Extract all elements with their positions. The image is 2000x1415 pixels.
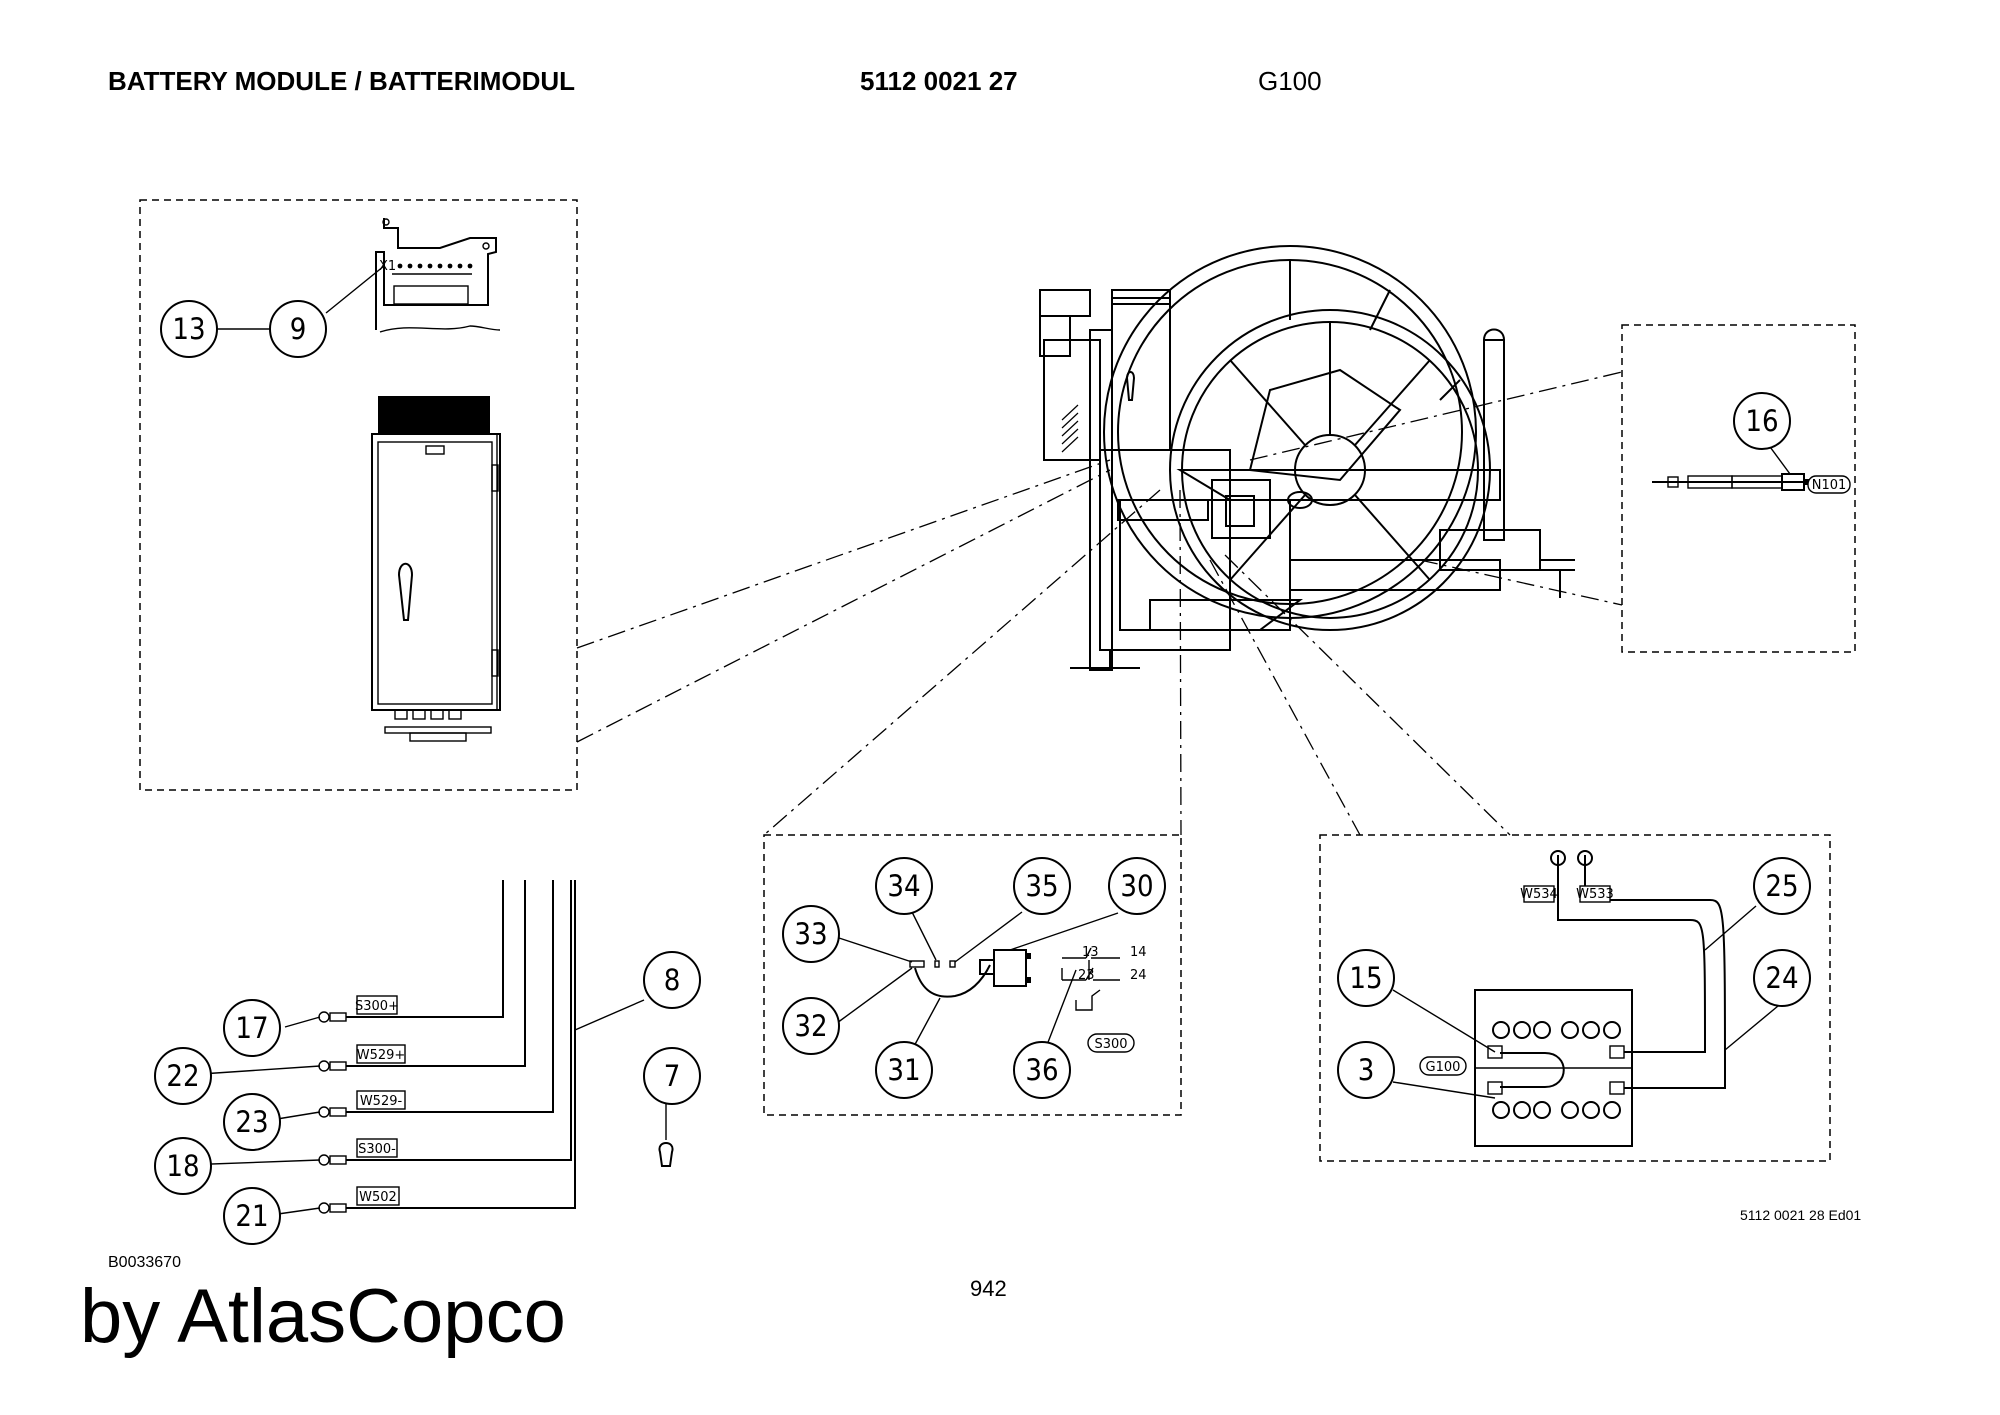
- svg-text:36: 36: [1025, 1053, 1058, 1087]
- svg-text:13: 13: [172, 312, 205, 346]
- svg-text:3: 3: [1358, 1053, 1375, 1087]
- svg-text:30: 30: [1120, 869, 1153, 903]
- contact-24: 24: [1130, 968, 1147, 983]
- cable-lugs: [318, 1011, 347, 1214]
- callout-23: 23: [223, 1093, 281, 1151]
- svg-text:7: 7: [664, 1059, 681, 1093]
- cable-label-w529-minus: W529-: [360, 1094, 403, 1109]
- machine-assembly: [1039, 245, 1575, 671]
- switch-detail: 13 14 23 24 S300: [909, 945, 1147, 1053]
- model-code: G100: [1258, 66, 1322, 96]
- callout-32: 32: [782, 997, 840, 1055]
- n101-detail: N101: [1652, 435, 1851, 494]
- svg-text:9: 9: [290, 312, 307, 346]
- callout-13: 13: [160, 300, 218, 358]
- callout-22: 22: [154, 1047, 212, 1105]
- page-title: BATTERY MODULE / BATTERIMODUL: [108, 66, 576, 96]
- drawing-code: B0033670: [108, 1254, 181, 1271]
- callouts: 13 9 16 8 7 17 22 23 18 21 33 34 35 30 3…: [154, 300, 1811, 1245]
- cable-label-s300-minus: S300-: [358, 1142, 396, 1157]
- cable-label-w533: W533: [1576, 887, 1614, 902]
- detail-box-battery-cabinet: [139, 199, 578, 791]
- callout-3: 3: [1337, 1041, 1395, 1099]
- detail-box-switch: [763, 834, 1182, 1116]
- callout-35: 35: [1013, 857, 1071, 915]
- svg-text:18: 18: [166, 1149, 199, 1183]
- svg-text:34: 34: [887, 869, 920, 903]
- reference-code: 5112 0021 28 Ed01: [1740, 1207, 1862, 1223]
- callout-33: 33: [782, 905, 840, 963]
- svg-text:32: 32: [794, 1009, 827, 1043]
- svg-text:35: 35: [1025, 869, 1058, 903]
- callout-8: 8: [643, 951, 701, 1009]
- svg-text:17: 17: [235, 1011, 268, 1045]
- svg-text:24: 24: [1765, 961, 1798, 995]
- brand-watermark: by AtlasCopco: [80, 1274, 566, 1359]
- detail-box-n101: [1621, 324, 1856, 653]
- contact-23: 23: [1078, 968, 1095, 983]
- svg-text:21: 21: [235, 1199, 268, 1233]
- callout-30: 30: [1108, 857, 1166, 915]
- battery-cabinet: [371, 433, 501, 711]
- callout-18: 18: [154, 1137, 212, 1195]
- switch-label-s300: S300: [1094, 1037, 1127, 1052]
- callout-21: 21: [223, 1187, 281, 1245]
- battery-label-g100: G100: [1426, 1060, 1461, 1075]
- fuse-7: [658, 1142, 674, 1167]
- page-number: 942: [970, 1276, 1007, 1301]
- cable-label-w534: W534: [1520, 887, 1558, 902]
- callout-36: 36: [1013, 1041, 1071, 1099]
- svg-text:31: 31: [887, 1053, 920, 1087]
- detail-box-batteries: [1319, 834, 1831, 1162]
- svg-text:23: 23: [235, 1105, 268, 1139]
- callout-31: 31: [875, 1041, 933, 1099]
- cabinet-roof: [378, 396, 490, 434]
- svg-text:22: 22: [166, 1059, 199, 1093]
- callout-34: 34: [875, 857, 933, 915]
- callout-9: 9: [269, 300, 327, 358]
- callout-25: 25: [1753, 857, 1811, 915]
- callout-24: 24: [1753, 949, 1811, 1007]
- n101-label: N101: [1812, 478, 1847, 493]
- cable-label-w502: W502: [359, 1190, 397, 1205]
- cable-bundle: S300+ W529+ W529- S300- W502: [318, 880, 674, 1214]
- callout-15: 15: [1337, 949, 1395, 1007]
- svg-text:33: 33: [794, 917, 827, 951]
- projection-lines: [576, 371, 1623, 836]
- terminal-label-x1: X1: [379, 259, 396, 274]
- svg-text:25: 25: [1765, 869, 1798, 903]
- cable-label-w529-plus: W529+: [357, 1048, 406, 1063]
- terminal-strip-x1: [397, 263, 473, 269]
- svg-text:16: 16: [1745, 404, 1778, 438]
- contact-14: 14: [1130, 945, 1147, 960]
- part-number: 5112 0021 27: [860, 66, 1018, 96]
- cabinet-door-handle: [397, 562, 414, 621]
- batteries-detail: W534 W533 G100: [1419, 850, 1727, 1147]
- cable-label-s300-plus: S300+: [355, 999, 399, 1014]
- svg-text:8: 8: [664, 963, 681, 997]
- svg-text:15: 15: [1349, 961, 1382, 995]
- callout-16: 16: [1733, 392, 1791, 450]
- callout-7: 7: [643, 1047, 701, 1105]
- contact-13: 13: [1082, 945, 1099, 960]
- cabinet-detail: X1: [371, 218, 501, 742]
- callout-17: 17: [223, 999, 281, 1057]
